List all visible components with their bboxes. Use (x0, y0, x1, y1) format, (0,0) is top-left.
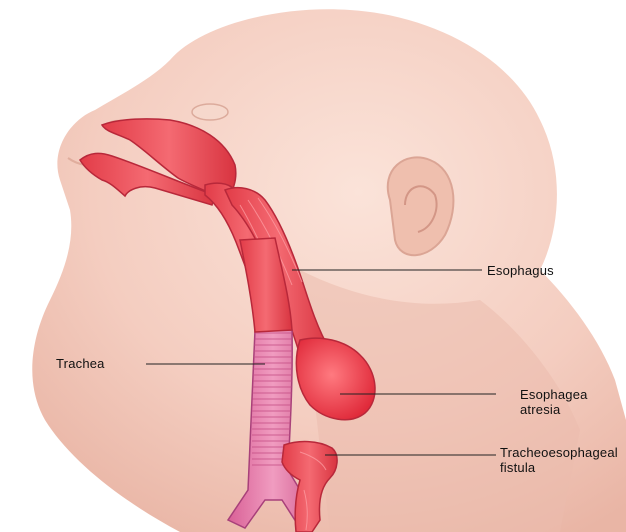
label-esophagus: Esophagus (487, 263, 554, 278)
label-tracheoesophageal-fistula: Tracheoesophageal fistula (500, 445, 618, 475)
label-trachea: Trachea (56, 356, 105, 371)
eye (192, 104, 228, 120)
label-esophageal-atresia: Esophagea atresia (520, 387, 588, 417)
